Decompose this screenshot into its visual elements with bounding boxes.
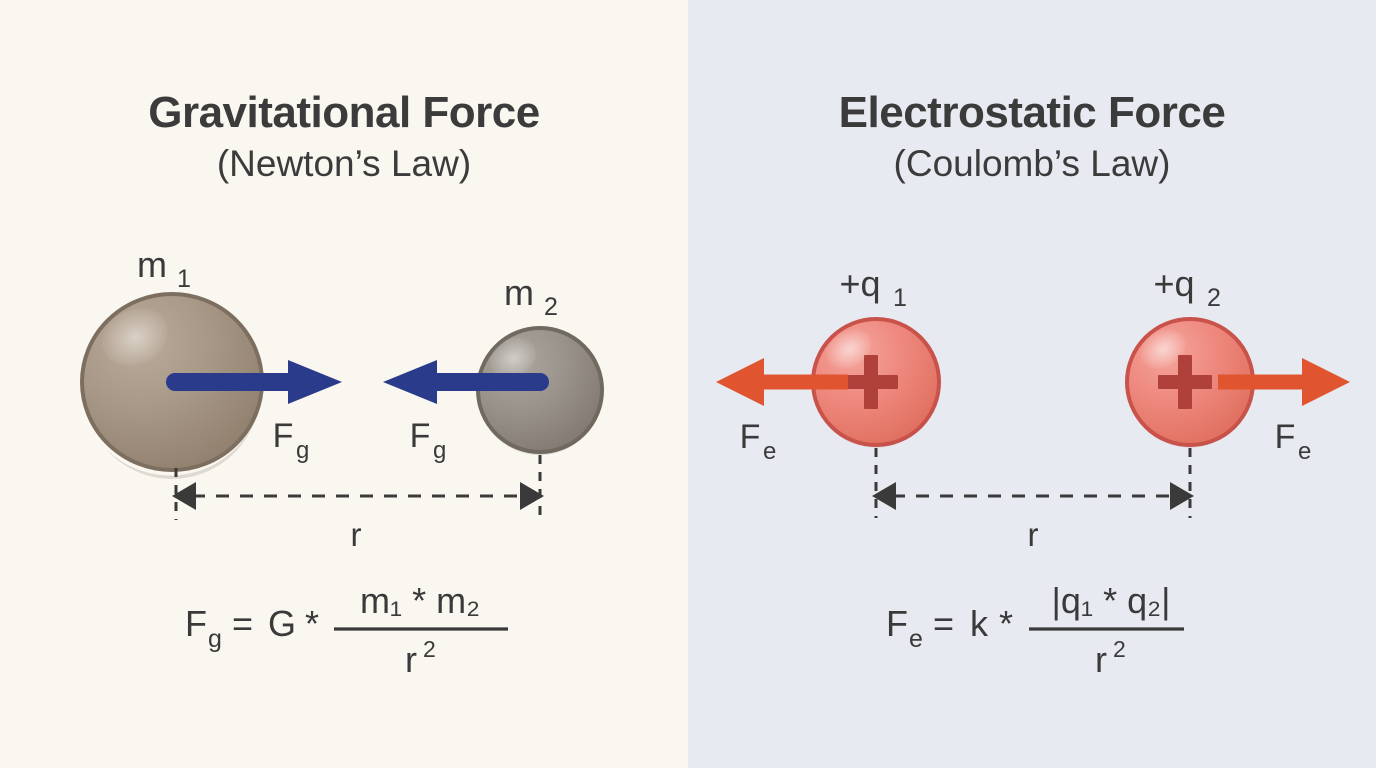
gravity-dim-arrowhead-left [172, 482, 196, 510]
electro-formula-lhs-base: F [886, 603, 908, 644]
mass-1-shadow [105, 420, 255, 479]
electro-force-label-left-base: F [740, 418, 761, 456]
gravity-force-label-left-sub: g [296, 437, 309, 464]
electro-formula-numerator: |q₁ * q₂| [1052, 580, 1171, 621]
charge-1-plus-icon [844, 355, 898, 409]
gravity-illustration: Gravitational Force (Newton’s Law) [80, 88, 604, 680]
gravity-formula-denominator-sup: 2 [423, 636, 436, 662]
electro-title: Electrostatic Force [839, 88, 1226, 137]
charge-2-highlight [1140, 329, 1186, 369]
gravity-formula: F g = G * m₁ * m₂ r 2 [185, 580, 508, 680]
electro-arrow-left-head [716, 358, 764, 406]
gravity-formula-numerator: m₁ * m₂ [360, 580, 480, 621]
charge-1 [811, 317, 941, 448]
panel-gravitational-force: Gravitational Force (Newton’s Law) [80, 88, 604, 680]
gravity-force-arrow-right [383, 360, 549, 404]
gravity-arrow-right-head [383, 360, 437, 404]
electro-dim-arrowhead-left [872, 482, 896, 510]
electro-formula-lhs-sub: e [909, 625, 923, 653]
electro-force-label-right: F e [1275, 418, 1312, 465]
gravity-force-label-left: F g [273, 417, 310, 464]
mass-1-label-sub: 1 [177, 265, 191, 293]
mass-1-label: m 1 [137, 244, 191, 293]
electro-formula-times: * [999, 603, 1013, 644]
electro-force-label-left: F e [740, 418, 777, 465]
gravity-formula-lhs-base: F [185, 603, 207, 644]
mass-2-label-base: m [504, 272, 534, 313]
mass-1-highlight [102, 308, 168, 366]
electro-formula-constant: k [970, 603, 989, 644]
electro-arrow-right-head [1302, 358, 1350, 406]
gravity-title: Gravitational Force [148, 88, 540, 137]
mass-1-label-base: m [137, 244, 167, 285]
electro-formula: F e = k * |q₁ * q₂| r 2 [886, 580, 1184, 680]
electro-distance-label: r [1028, 516, 1039, 553]
electro-formula-denominator-base: r [1095, 639, 1107, 680]
gravity-subtitle: (Newton’s Law) [217, 143, 471, 184]
charge-2-plus-icon [1158, 355, 1212, 409]
charge-2-shadow [1144, 408, 1248, 448]
electro-distance-dimension: r [872, 448, 1194, 553]
gravity-formula-equals: = [232, 603, 253, 644]
mass-2 [476, 326, 604, 455]
gravity-force-label-right-sub: g [433, 437, 446, 464]
electro-force-arrow-right [1218, 358, 1350, 406]
mass-2-label-sub: 2 [544, 293, 558, 321]
gravity-force-label-left-base: F [273, 417, 294, 455]
charge-2 [1125, 317, 1255, 448]
charge-1-label-base: +q [839, 263, 880, 304]
gravity-force-arrow-left [166, 360, 342, 404]
electrostatic-illustration: Electrostatic Force (Coulomb’s Law) [716, 88, 1350, 680]
mass-2-shadow [495, 414, 598, 455]
gravity-formula-constant: G [268, 603, 296, 644]
electro-force-label-right-sub: e [1298, 438, 1311, 465]
gravity-formula-lhs-sub: g [208, 625, 222, 653]
electro-subtitle: (Coulomb’s Law) [894, 143, 1171, 184]
charge-1-shadow [830, 408, 934, 448]
panel-electrostatic-force: Electrostatic Force (Coulomb’s Law) [688, 0, 1376, 768]
electro-formula-denominator-sup: 2 [1113, 636, 1126, 662]
gravity-force-label-right: F g [410, 417, 447, 464]
electro-formula-equals: = [933, 603, 954, 644]
charge-2-label: +q 2 [1153, 263, 1220, 312]
gravity-distance-dimension: r [172, 455, 544, 553]
electro-force-arrow-left [716, 358, 848, 406]
electro-dim-arrowhead-right [1170, 482, 1194, 510]
charge-1-label: +q 1 [839, 263, 906, 312]
charge-2-label-sub: 2 [1207, 284, 1221, 312]
charge-1-highlight [826, 329, 872, 369]
charge-2-label-base: +q [1153, 263, 1194, 304]
mass-2-label: m 2 [504, 272, 558, 321]
electro-force-label-left-sub: e [763, 438, 776, 465]
mass-2-highlight [490, 337, 536, 379]
gravity-distance-label: r [351, 516, 362, 553]
gravity-force-label-right-base: F [410, 417, 431, 455]
gravity-arrow-left-head [288, 360, 342, 404]
gravity-formula-denominator-base: r [405, 639, 417, 680]
electro-force-label-right-base: F [1275, 418, 1296, 456]
gravity-dim-arrowhead-right [520, 482, 544, 510]
gravity-formula-times: * [305, 603, 319, 644]
charge-1-label-sub: 1 [893, 284, 907, 312]
